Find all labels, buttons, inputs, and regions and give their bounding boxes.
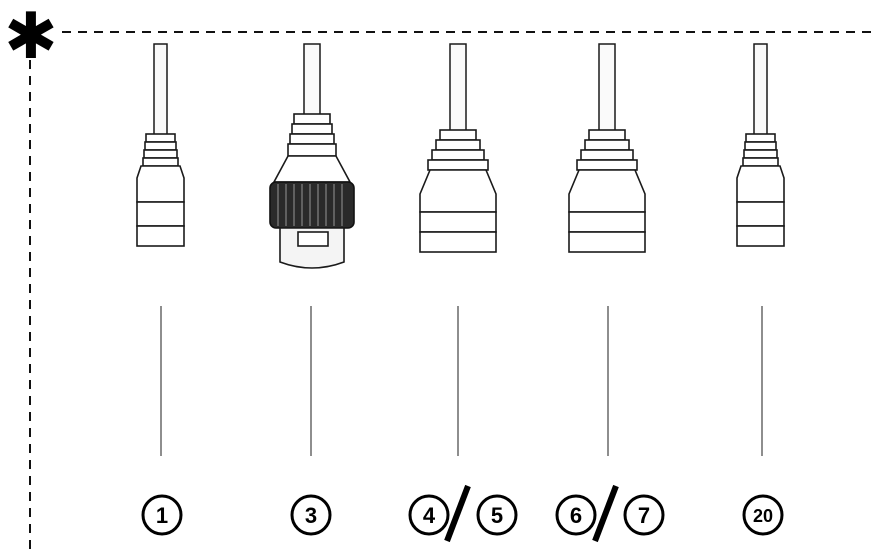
inner-plug <box>297 231 329 247</box>
plug-lower <box>136 201 185 227</box>
connector-6-7: 6 7 <box>555 43 665 543</box>
cable <box>153 43 168 137</box>
strain-relief <box>287 113 337 157</box>
callout-circle-b <box>623 494 665 536</box>
cable <box>598 43 616 135</box>
plug-tip <box>136 225 185 247</box>
callout-number: 20 <box>753 506 773 526</box>
plug-lower <box>568 211 646 233</box>
plug-lower <box>419 211 497 233</box>
plug-lower <box>736 201 785 227</box>
plug-body <box>736 165 785 203</box>
callout-circle-b <box>476 494 518 536</box>
connector-20: 20 <box>736 43 785 536</box>
plug-tip <box>419 231 497 253</box>
connector-1: 1 <box>136 43 185 536</box>
callout-number: 3 <box>305 503 317 528</box>
strain-relief <box>142 133 179 167</box>
asterisk-marker: ✱ <box>4 0 58 74</box>
strain-relief <box>427 129 489 171</box>
callout-circle-a <box>555 494 597 536</box>
callout-number: 1 <box>156 503 168 528</box>
callout-slash <box>592 484 619 543</box>
plug-body <box>419 169 497 213</box>
plug-tip <box>568 231 646 253</box>
strain-relief <box>576 129 638 171</box>
callout-circle <box>141 494 183 536</box>
callout-number-b: 7 <box>638 503 650 528</box>
cable <box>303 43 321 117</box>
plug-tip <box>736 225 785 247</box>
cable <box>449 43 467 135</box>
callout-number-b: 5 <box>491 503 503 528</box>
connector-cone <box>272 155 352 183</box>
knurl-ridges <box>277 184 343 226</box>
callout-circle <box>742 494 784 536</box>
callout-number-a: 6 <box>570 503 582 528</box>
plug-body <box>568 169 646 213</box>
callout-slash <box>444 484 471 543</box>
cable <box>753 43 768 137</box>
dashed-frame <box>29 31 872 552</box>
strain-relief <box>742 133 779 167</box>
connector-3: 3 <box>269 43 355 536</box>
callout-circle-a <box>408 494 450 536</box>
plug-body <box>136 165 185 203</box>
callout-number-a: 4 <box>423 503 436 528</box>
callout-circle <box>290 494 332 536</box>
connector-4-5: 4 5 <box>408 43 518 543</box>
